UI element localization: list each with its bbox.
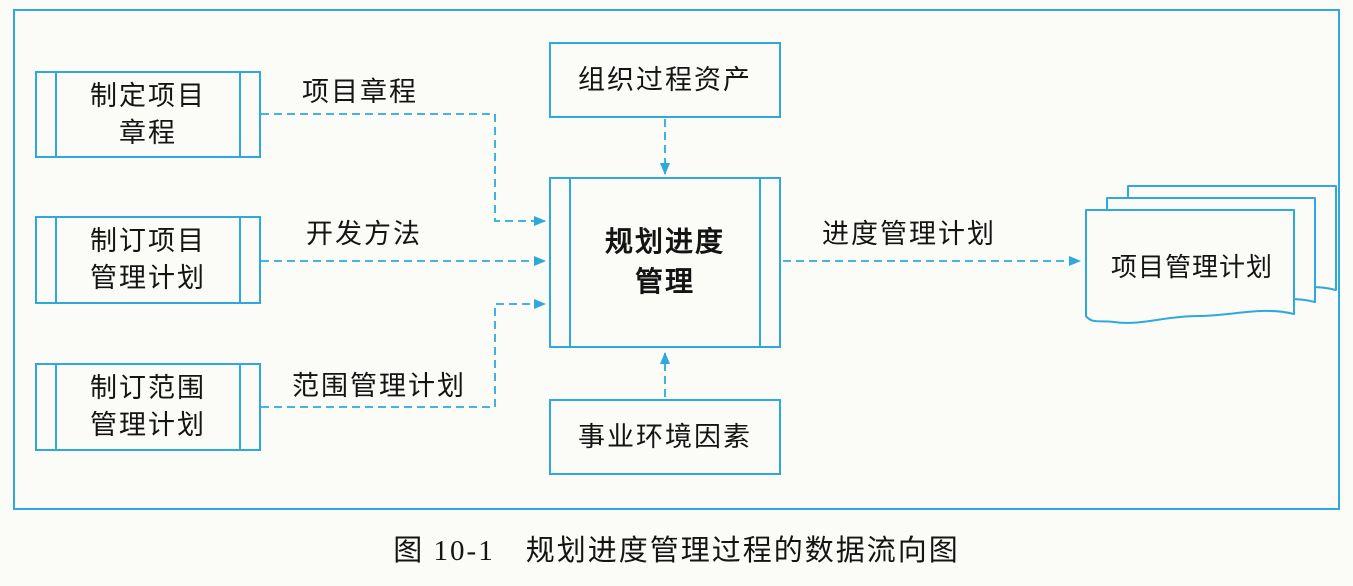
- node-label-line: 组织过程资产: [578, 64, 752, 95]
- arrow-charter-to-plan-schedule: [261, 113, 546, 226]
- node-label-line: 管理计划: [90, 410, 206, 440]
- node-develop-project-management-plan-label: 制订项目 管理计划: [90, 223, 206, 297]
- node-label-line: 事业环境因素: [578, 421, 752, 452]
- node-label-line: 章程: [119, 117, 177, 148]
- node-plan-schedule-management: 规划进度 管理: [549, 177, 781, 348]
- edge-label-schedule-management-plan: 进度管理计划: [822, 219, 996, 249]
- node-enterprise-environmental-factors-label: 事业环境因素: [578, 419, 752, 456]
- node-label-line: 管理: [634, 266, 695, 298]
- edge-label-scope-management-plan: 范围管理计划: [292, 371, 466, 401]
- node-organizational-process-assets: 组织过程资产: [549, 42, 781, 118]
- document-page-front: [1085, 209, 1295, 324]
- edge-label-project-charter: 项目章程: [302, 77, 418, 107]
- figure-caption: 图 10-1 规划进度管理过程的数据流向图: [393, 535, 960, 567]
- node-label-line: 制定项目: [90, 80, 206, 111]
- node-develop-scope-management-plan: 制订范围 管理计划: [35, 363, 261, 451]
- node-develop-project-charter: 制定项目 章程: [35, 71, 261, 158]
- node-develop-scope-management-plan-label: 制订范围 管理计划: [90, 370, 206, 444]
- node-label-line: 规划进度: [604, 226, 725, 258]
- node-label-line: 制订项目: [90, 226, 206, 256]
- node-plan-schedule-management-label: 规划进度 管理: [605, 223, 725, 303]
- node-label-line: 管理计划: [90, 263, 206, 293]
- node-organizational-process-assets-label: 组织过程资产: [578, 62, 752, 99]
- document-project-management-plan: [1085, 185, 1337, 324]
- node-develop-project-charter-label: 制定项目 章程: [90, 78, 206, 152]
- node-label-line: 制订范围: [90, 373, 206, 403]
- node-develop-project-management-plan: 制订项目 管理计划: [35, 216, 261, 304]
- diagram-frame: [13, 9, 1340, 510]
- edge-label-development-approach: 开发方法: [306, 219, 422, 249]
- document-project-management-plan-label: 项目管理计划: [1110, 253, 1273, 282]
- node-enterprise-environmental-factors: 事业环境因素: [549, 399, 781, 475]
- arrow-scope-to-plan-schedule: [261, 299, 546, 408]
